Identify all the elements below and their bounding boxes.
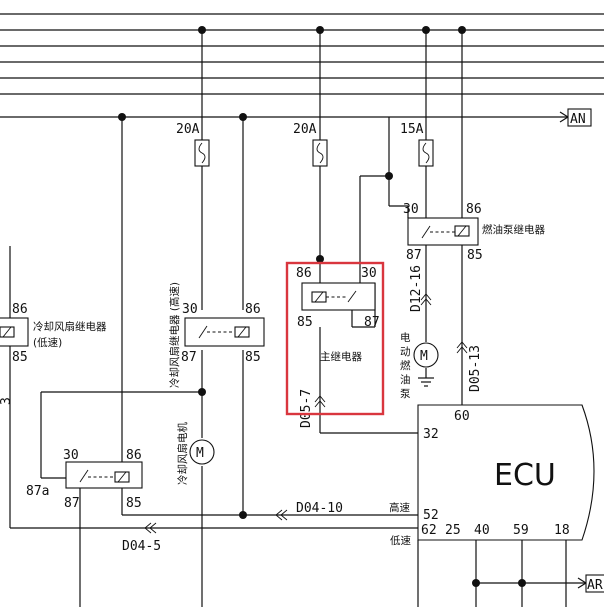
fuel-pump-motor: M 电 动 燃 油 泵 (400, 331, 439, 400)
ecu-pin-32: 32 (423, 427, 439, 442)
fuse-20a-label-a: 20A (176, 122, 200, 137)
connector-d04-5-label: D04-5 (122, 539, 161, 554)
fuse-20a-label-b: 20A (293, 122, 317, 137)
ecu-module: ECU 60 32 52 62 25 40 59 18 (417, 404, 595, 541)
connector-d04-10-label: D04-10 (296, 501, 343, 516)
main-relay-pin-86: 86 (296, 266, 312, 281)
bottom-relay-pin-87: 87 (64, 496, 80, 511)
bus-ar-label: AR (587, 578, 603, 593)
fuel-pump-motor-symbol: M (420, 349, 428, 364)
fuel-pump-label-4: 油 (400, 373, 411, 386)
ecu-pin-52: 52 (423, 508, 439, 523)
low-speed-label: 低速 (390, 534, 411, 547)
bottom-relay-pin-86: 86 (126, 448, 142, 463)
high-speed-label: 高速 (389, 501, 410, 514)
fuel-relay-pin-30: 30 (403, 202, 419, 217)
ecu-pin-62: 62 (421, 523, 437, 538)
fuse-15a-label: 15A (400, 122, 424, 137)
ecu-pin-59: 59 (513, 523, 529, 538)
bottom-relay: 30 86 87a 87 85 (26, 391, 202, 607)
connector-d05-7-label: D05-7 (299, 389, 314, 428)
fan-relay-low-sublabel: (低速) (33, 336, 62, 349)
main-relay-highlight (285, 261, 385, 416)
main-relay-label: 主继电器 (320, 350, 362, 363)
connector-d05-13-label: D05-13 (468, 345, 483, 392)
fuse-15a-fuel: 15A (400, 122, 434, 167)
ecu-pin-18: 18 (554, 523, 570, 538)
top-bus-lines (0, 13, 604, 118)
bottom-wiring: D04-10 高速 D04-5 低速 (10, 501, 586, 607)
fuel-relay-label: 燃油泵继电器 (482, 223, 545, 236)
ecu-pin-25: 25 (445, 523, 461, 538)
fuel-pump-relay: 30 86 87 85 燃油泵继电器 (403, 202, 545, 263)
fan-relay-high-pin-87: 87 (181, 350, 197, 365)
fan-relay-high-pin-85: 85 (245, 350, 261, 365)
bottom-relay-pin-30: 30 (63, 448, 79, 463)
connector-d05-13: D05-13 (456, 341, 483, 392)
main-relay-pin-85: 85 (297, 315, 313, 330)
connector-d05-7: D05-7 (299, 389, 326, 428)
fan-relay-high: 30 86 87 85 冷却风扇继电器 (高速) (168, 282, 265, 388)
left-edge-label: 3 (0, 397, 14, 405)
fuel-relay-pin-87: 87 (406, 248, 422, 263)
bus-an-label: AN (570, 112, 586, 127)
ecu-pin-40: 40 (474, 523, 490, 538)
ecu-label: ECU (494, 458, 556, 493)
fan-motor-symbol: M (196, 446, 204, 461)
ecu-pin-60: 60 (454, 409, 470, 424)
fuel-relay-pin-86: 86 (466, 202, 482, 217)
fuel-pump-label-5: 泵 (400, 388, 411, 400)
main-relay-pin-87: 87 (364, 315, 380, 330)
bottom-relay-pin-85: 85 (126, 496, 142, 511)
fuel-relay-pin-85: 85 (467, 248, 483, 263)
fuel-pump-label-3: 燃 (400, 359, 411, 372)
fan-relay-high-label: 冷却风扇继电器 (高速) (168, 282, 181, 388)
fuel-pump-label-2: 动 (400, 346, 411, 358)
bus-ar-terminal: AR (577, 574, 604, 593)
fan-relay-low-pin-85: 85 (12, 350, 28, 365)
fan-relay-high-pin-86: 86 (245, 302, 261, 317)
fan-motor-label: 冷却风扇电机 (176, 422, 189, 485)
fuse-20a-fan-high: 20A (176, 122, 210, 167)
fan-relay-high-pin-30: 30 (182, 302, 198, 317)
connector-d12-16-label: D12-16 (409, 265, 424, 312)
fuel-pump-label-1: 电 (400, 331, 411, 344)
fan-relay-low-pin-86: 86 (12, 302, 28, 317)
fuse-20a-main: 20A (293, 122, 328, 167)
fan-relay-low: 86 85 冷却风扇继电器 (低速) 3 (0, 246, 107, 528)
main-relay-pin-30: 30 (361, 266, 377, 281)
main-relay: 86 30 85 87 主继电器 (296, 266, 380, 363)
connector-d12-16: D12-16 (409, 265, 432, 312)
fan-motor: M 冷却风扇电机 (176, 422, 215, 485)
fan-relay-low-label: 冷却风扇继电器 (33, 320, 107, 333)
bus-an-terminal: AN (559, 108, 592, 127)
bottom-relay-pin-87a: 87a (26, 484, 49, 499)
